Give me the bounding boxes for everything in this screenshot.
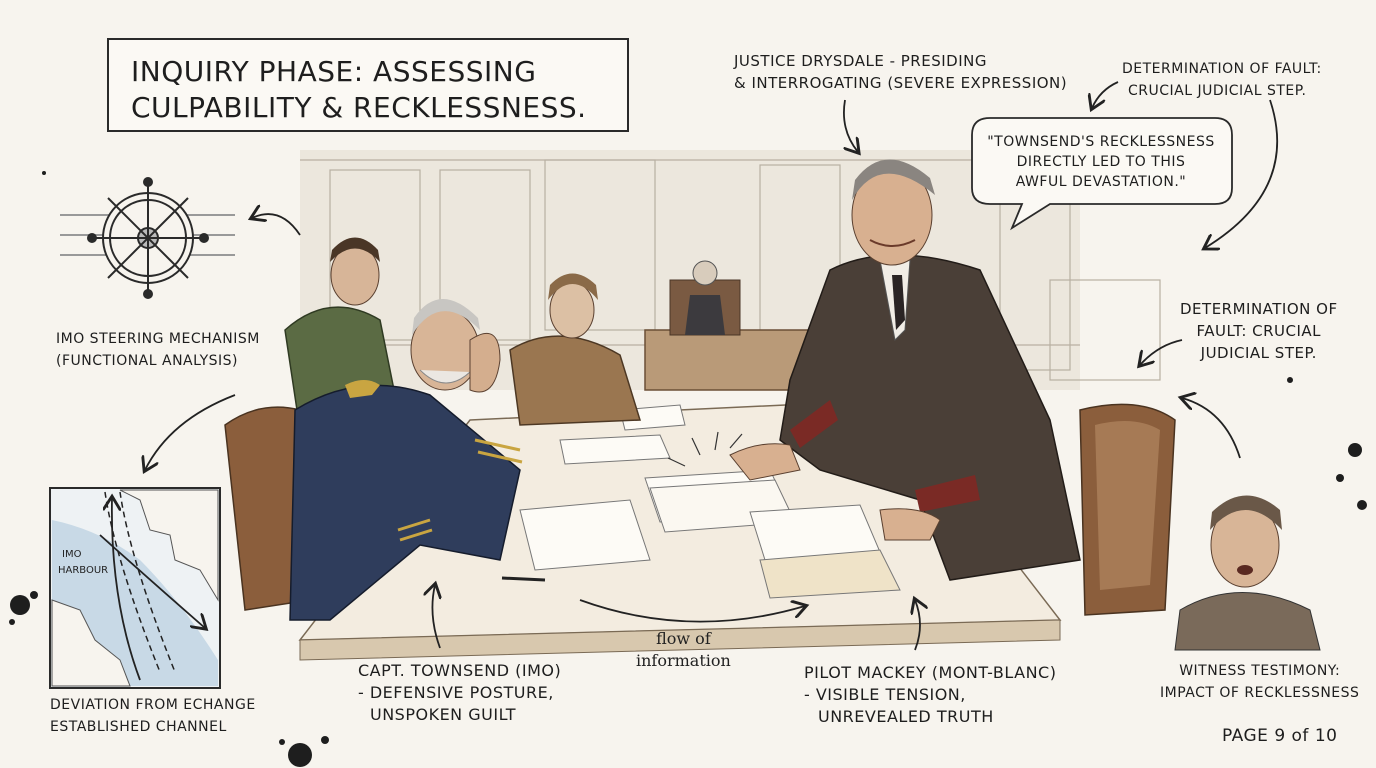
speech-bubble xyxy=(971,117,1233,231)
judge-bench xyxy=(644,260,826,391)
mackey-label: PILOT MACKEY (MONT-BLANC) - VISIBLE TENS… xyxy=(804,663,1057,726)
witness-label: WITNESS TESTIMONY: IMPACT OF RECKLESSNES… xyxy=(1160,663,1360,701)
page-title-line-2: CULPABILITY & RECKLESSNESS. xyxy=(131,91,587,124)
title-box: INQUIRY PHASE: ASSESSING CULPABILITY & R… xyxy=(107,38,629,132)
deviation-label: DEVIATION FROM ECHANGE ESTABLISHED CHANN… xyxy=(50,697,256,735)
fault-label-top: DETERMINATION OF FAULT: CRUCIAL JUDICIAL… xyxy=(1122,61,1322,99)
steering-wheel-icon xyxy=(60,177,235,299)
justice-drysdale xyxy=(729,159,1081,581)
page-title: INQUIRY PHASE: ASSESSING CULPABILITY & R… xyxy=(131,54,587,126)
page-indicator: PAGE 9 of 10 xyxy=(1222,726,1338,746)
fault-label-right: DETERMINATION OF FAULT: CRUCIAL JUDICIAL… xyxy=(1180,300,1338,362)
emphasis-lines xyxy=(667,431,743,467)
annotation-arrows xyxy=(145,81,1279,651)
captain-townsend xyxy=(289,299,523,621)
ink-splatters xyxy=(9,171,1367,767)
steering-label: IMO STEERING MECHANISM (FUNCTIONAL ANALY… xyxy=(56,331,260,369)
page-title-line-1: INQUIRY PHASE: ASSESSING xyxy=(131,55,537,88)
young-man-brown-jacket xyxy=(509,273,642,426)
map-label: IMO HARBOUR xyxy=(58,549,109,576)
townsend-label: CAPT. TOWNSEND (IMO) - DEFENSIVE POSTURE… xyxy=(358,661,562,724)
justice-label: JUSTICE DRYSDALE - PRESIDING & INTERROGA… xyxy=(734,52,1068,92)
flow-label: flow of information xyxy=(636,629,731,670)
documents xyxy=(501,404,901,599)
speech-quote: "TOWNSEND'S RECKLESSNESS DIRECTLY LED TO… xyxy=(987,134,1215,190)
harbour-map xyxy=(49,487,221,689)
witness-portrait xyxy=(1174,495,1321,651)
chairs xyxy=(224,403,1176,616)
